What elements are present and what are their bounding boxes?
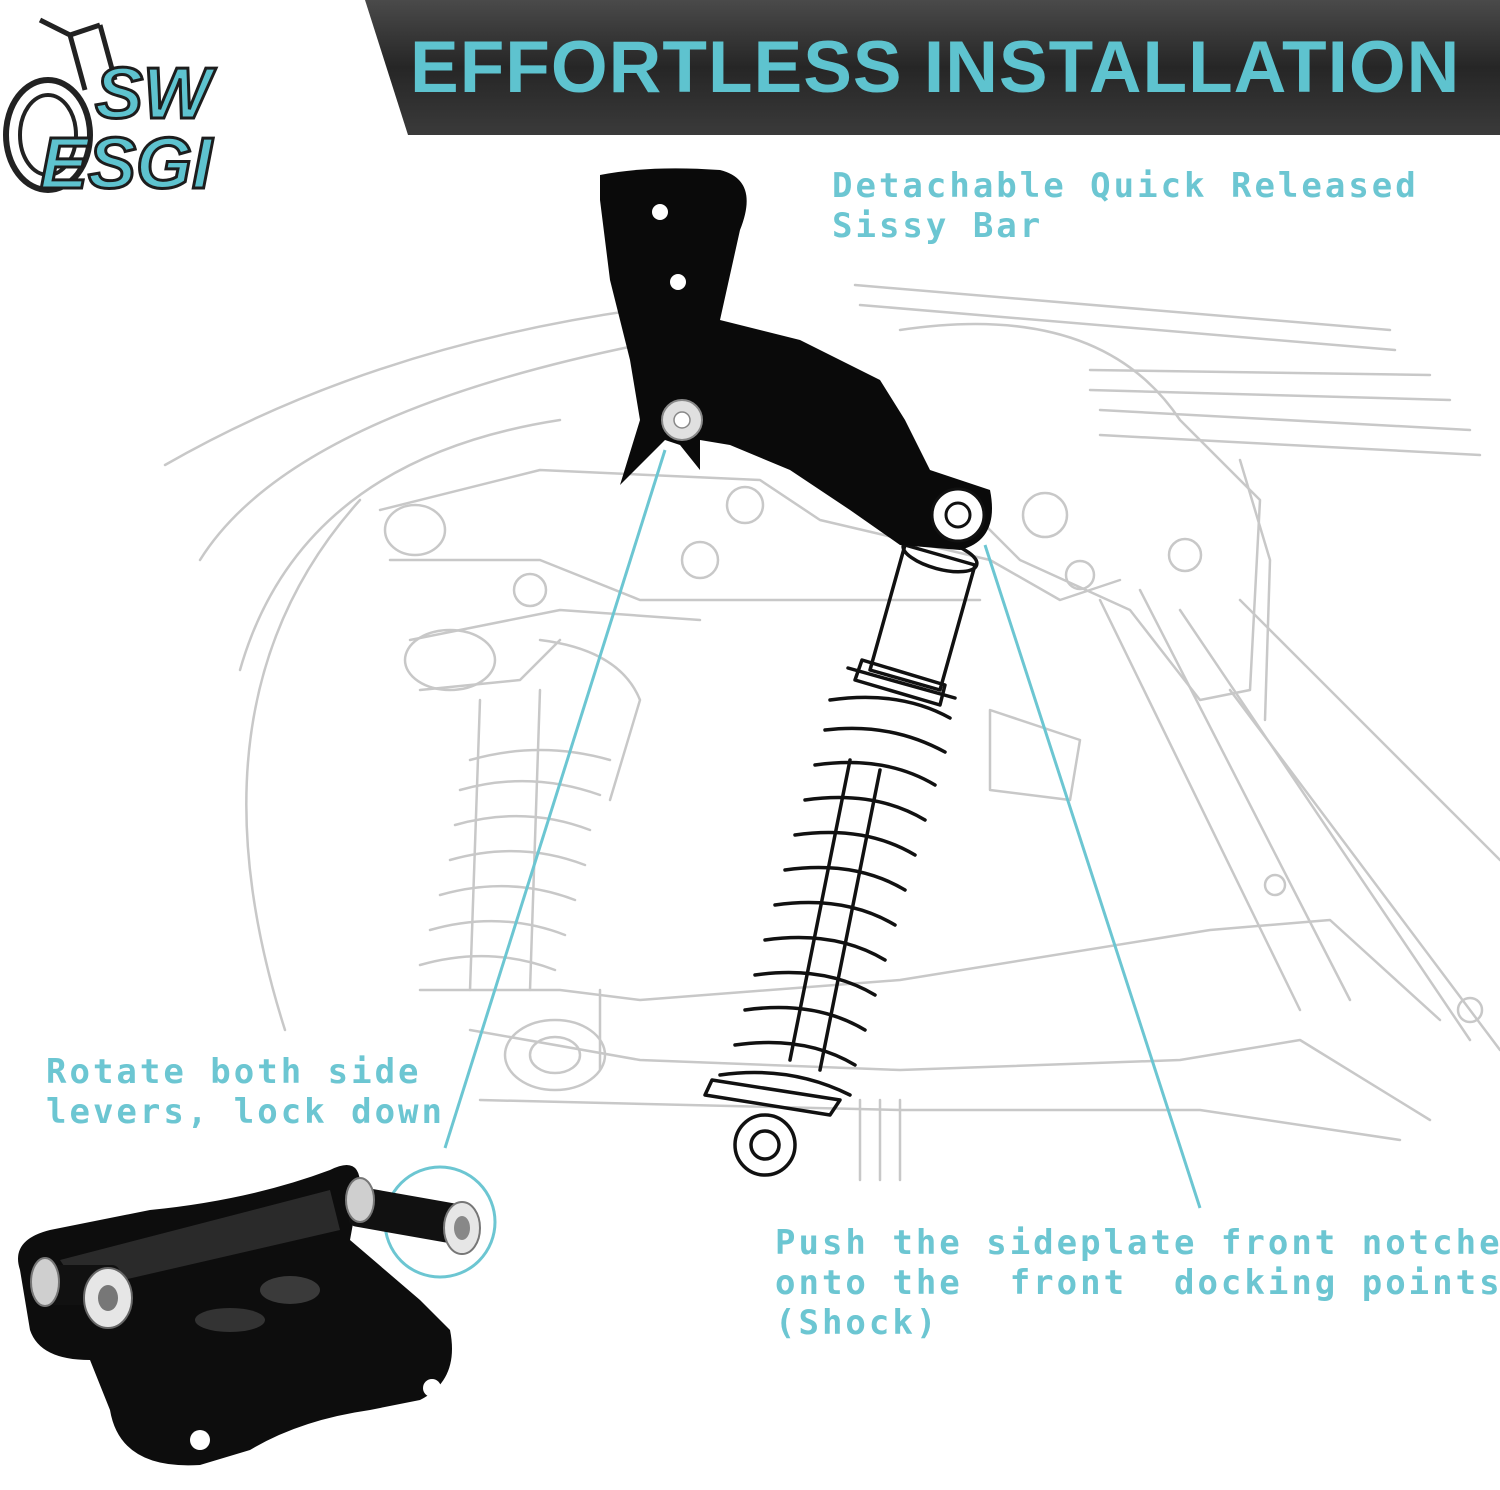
callout-line: levers, lock down [46, 1092, 445, 1132]
header-banner [365, 0, 1500, 135]
callout-sissy-bar: Detachable Quick Released Sissy Bar [832, 166, 1419, 246]
callout-line: Sissy Bar [832, 206, 1044, 246]
header-title: EFFORTLESS INSTALLATION [410, 27, 1461, 108]
bracket-photo [18, 1165, 481, 1466]
callout-line: Rotate both side [46, 1052, 422, 1092]
logo-text-sw: SW [95, 54, 217, 134]
callout-line: onto the front docking points [775, 1263, 1500, 1303]
callout-line: Push the sideplate front notches [775, 1223, 1500, 1263]
callout-line: Detachable Quick Released [832, 166, 1419, 206]
callout-push-sideplate: Push the sideplate front notches onto th… [775, 1223, 1500, 1343]
callout-line: (Shock) [775, 1303, 940, 1343]
brand-logo: SW ESGI [3, 17, 219, 200]
sissy-bar-plate [600, 168, 992, 551]
callout-rotate-levers: Rotate both side levers, lock down [46, 1052, 445, 1132]
logo-text-esgi: ESGI [40, 124, 214, 200]
